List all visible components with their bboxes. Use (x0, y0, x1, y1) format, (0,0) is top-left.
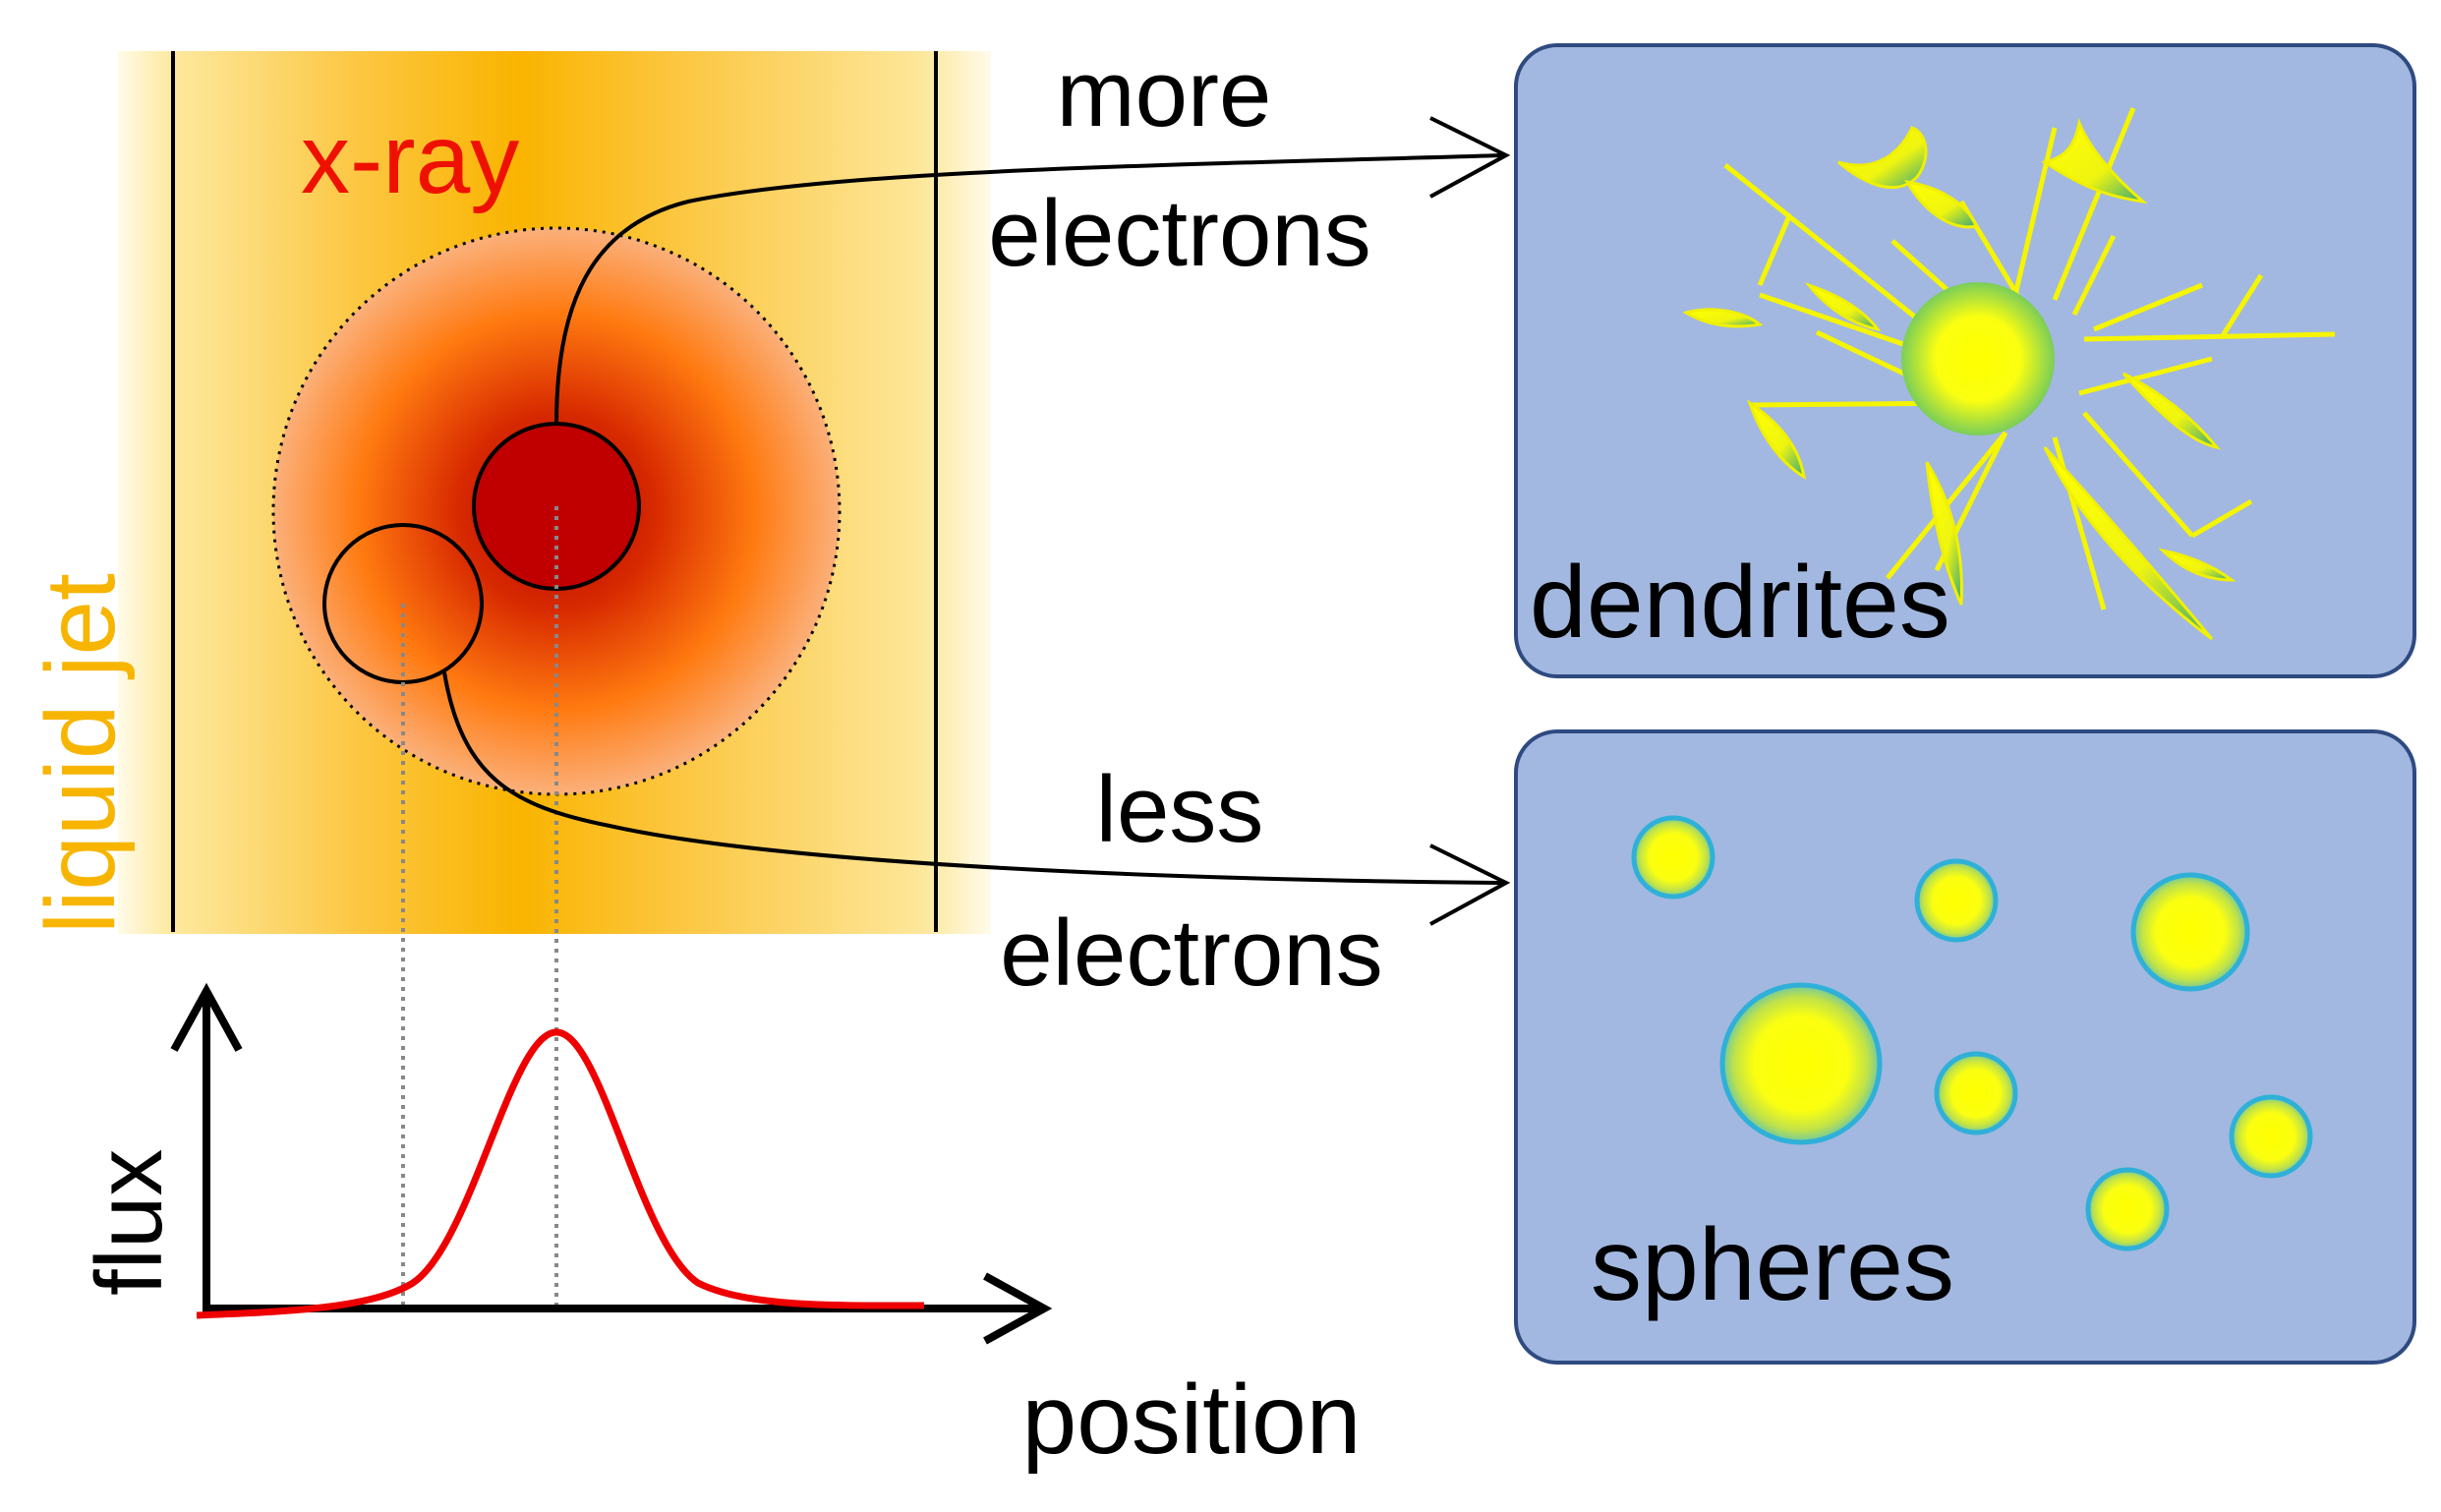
spheres-panel: spheres (1514, 729, 2416, 1365)
liquid-jet-label: liquid jet (26, 573, 136, 934)
xray-label: x-ray (301, 104, 519, 214)
flux-plot (170, 982, 1053, 1345)
spheres-label: spheres (1591, 1208, 1954, 1322)
less-label: less (1096, 757, 1264, 862)
sphere (1914, 858, 1999, 943)
sphere (1934, 1051, 2018, 1135)
flux-curve (196, 1028, 925, 1319)
less-electrons-arrowhead (1429, 843, 1511, 926)
dendrite-leaves (1682, 117, 2237, 641)
position-axis-label: position (1022, 1365, 1362, 1475)
dendrites-label: dendrites (1530, 546, 1950, 660)
position-x-arrowhead (983, 1272, 1053, 1345)
flux-y-arrowhead (170, 982, 243, 1052)
dendrites-panel: dendrites (1514, 43, 2416, 678)
sphere (2085, 1167, 2170, 1251)
more-electrons-curve (554, 153, 1505, 426)
less-electrons-label: electrons (1000, 901, 1383, 1006)
sphere (1631, 815, 1715, 900)
more-electrons-label: electrons (988, 181, 1371, 286)
dendrite-core (1901, 282, 2055, 436)
more-label: more (1057, 41, 1272, 146)
flux-axis-label: flux (77, 1149, 182, 1296)
sphere (2229, 1094, 2313, 1179)
more-electrons-arrowhead (1429, 116, 1511, 199)
sphere (2130, 872, 2250, 992)
less-electrons-curve (442, 671, 1505, 885)
sphere (1719, 982, 1883, 1145)
